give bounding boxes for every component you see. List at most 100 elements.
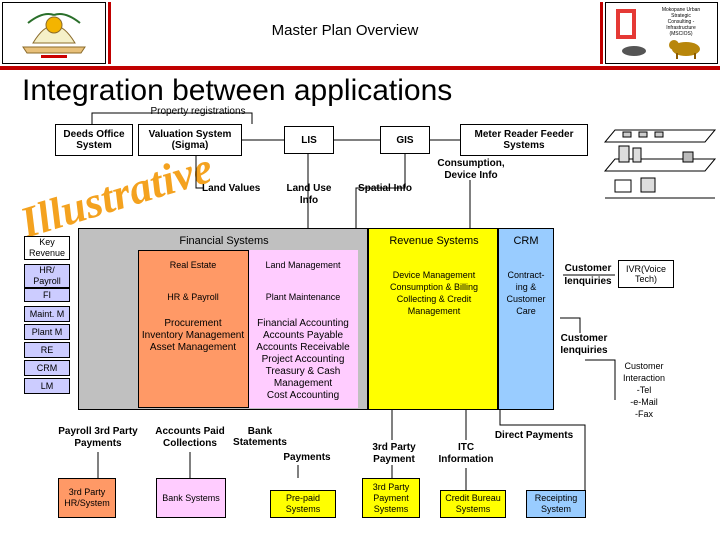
left-item-re: RE xyxy=(24,342,70,358)
customer-interaction-line: Interaction xyxy=(622,373,666,383)
crm-title: CRM xyxy=(513,235,539,247)
right-logo: Mokopane Urban Strategic Consulting - In… xyxy=(605,2,718,64)
procurement-line: Inventory Management xyxy=(141,330,245,341)
accounting-line: Cost Accounting xyxy=(266,390,340,401)
crm-panel: CRM Contract- ing & Customer Care xyxy=(498,228,554,410)
payroll-payments-line: Payroll 3rd Party xyxy=(58,426,138,437)
box-credit-bureau: Credit Bureau Systems xyxy=(440,490,506,518)
third-party-payment-systems-text: 3rd Party Payment Systems xyxy=(373,482,410,515)
revenue-line: Management xyxy=(407,306,461,316)
procurement-line: Procurement xyxy=(164,318,222,329)
tpp-line: Payment xyxy=(373,492,409,503)
box-receipting-system: Receipting System xyxy=(526,490,586,518)
cell-real-estate: Real Estate xyxy=(169,259,217,270)
box-bank-systems: Bank Systems xyxy=(156,478,226,518)
crm-line: Contract- xyxy=(507,270,545,280)
coat-of-arms-icon xyxy=(22,13,86,58)
revenue-systems-panel: Revenue Systems Device Management Consum… xyxy=(368,228,498,410)
left-item-plant: Plant M xyxy=(24,324,70,340)
customer-interaction-line: -Fax xyxy=(635,409,653,419)
third-party-hr-line: 3rd Party xyxy=(68,487,106,497)
crm-line: Customer xyxy=(506,294,546,304)
label-property-registrations: Property registrations xyxy=(150,106,246,117)
third-party-hr-line: HR/System xyxy=(64,498,110,508)
box-third-party-payment-systems: 3rd Party Payment Systems xyxy=(362,478,420,518)
revenue-line: Consumption & Billing xyxy=(389,282,479,292)
cell-accounting-block: Financial Accounting Accounts Payable Ac… xyxy=(248,318,358,402)
bank-statements-line: Bank xyxy=(247,426,273,437)
accounting-line: Financial Accounting xyxy=(257,318,349,329)
payroll-payments-line: Payments xyxy=(74,438,122,449)
crm-line: ing & xyxy=(515,282,537,292)
logo-text-line: (MSCIOS) xyxy=(669,31,693,37)
tpp-line: Systems xyxy=(373,503,409,514)
accounting-line: Accounts Payable xyxy=(262,330,344,341)
accounting-line: Management xyxy=(273,378,333,389)
box-meter-reader: Meter Reader Feeder Systems xyxy=(460,124,588,156)
cell-procurement-block: Procurement Inventory Management Asset M… xyxy=(138,318,248,354)
main-title: Integration between applications xyxy=(22,74,453,107)
accounting-line: Accounts Receivable xyxy=(256,342,350,353)
label-key-revenue: Key Revenue xyxy=(24,236,70,260)
right-logo-text: Mokopane Urban Strategic Consulting - In… xyxy=(648,7,714,37)
cell-plant-maintenance: Plant Maintenance xyxy=(265,291,341,302)
customer-interaction-line: -e-Mail xyxy=(630,397,658,407)
label-customer-interaction: Customer Interaction -Tel -e-Mail -Fax xyxy=(612,360,676,420)
third-party-hr-text: 3rd Party HR/System xyxy=(64,487,110,509)
financial-systems-title: Financial Systems xyxy=(179,235,269,247)
box-third-party-hr: 3rd Party HR/System xyxy=(58,478,116,518)
customer-enquiries-line: Ienquiries xyxy=(564,276,612,287)
prepaid-line: Pre-paid xyxy=(285,493,320,503)
revenue-systems-title: Revenue Systems xyxy=(389,235,479,247)
header-bar: Master Plan Overview Mokopane Urban Stra… xyxy=(0,0,720,70)
credit-bureau-text: Credit Bureau Systems xyxy=(445,493,501,515)
logo-text-line: Consulting - xyxy=(667,19,695,25)
revenue-systems-body: Device Management Consumption & Billing … xyxy=(369,269,499,317)
accounts-paid-line: Collections xyxy=(163,438,217,449)
third-party-payment-line: Payment xyxy=(373,454,415,465)
accounting-line: Project Accounting xyxy=(261,354,345,365)
financial-inner-right xyxy=(248,250,358,408)
customer-enquiries-line: Customer xyxy=(560,333,608,344)
receipting-line: System xyxy=(540,504,571,514)
right-stripe xyxy=(600,2,603,64)
network-diagram xyxy=(595,124,720,204)
box-valuation-system: Valuation System (Sigma) xyxy=(138,124,242,156)
lion-logo-icon xyxy=(616,9,700,59)
label-accounts-paid: Accounts Paid Collections xyxy=(148,426,232,450)
credit-bureau-line: Credit Bureau xyxy=(445,493,501,503)
label-bank-statements: Bank Statements xyxy=(228,426,292,448)
logo-text-line: Mokopane Urban xyxy=(661,7,701,13)
box-gis: GIS xyxy=(380,126,430,154)
box-deeds-office: Deeds Office System xyxy=(55,124,133,156)
label-direct-payments: Direct Payments xyxy=(494,430,574,441)
logo-text-line: Strategic xyxy=(671,13,691,19)
label-spatial-info: Spatial Info xyxy=(358,183,412,194)
tpp-line: 3rd Party xyxy=(372,481,410,492)
left-item-hr-payroll: HR/ Payroll xyxy=(24,264,70,288)
accounting-line: Treasury & Cash xyxy=(265,366,341,377)
label-land-use-info: Land Use Info xyxy=(282,183,336,207)
label-land-values: Land Values xyxy=(202,183,261,194)
receipting-line: Receipting xyxy=(534,493,578,503)
label-customer-enquiries-mid: Customer Ienquiries xyxy=(556,333,612,357)
label-itc-information: ITC Information xyxy=(430,442,502,466)
label-payments: Payments xyxy=(283,452,331,463)
label-land-use-text: Land Use Info xyxy=(286,183,332,206)
cell-hr-payroll: HR & Payroll xyxy=(167,291,219,302)
left-item-fi: FI xyxy=(24,288,70,302)
prepaid-text: Pre-paid Systems xyxy=(286,493,321,515)
customer-enquiries-line: Customer xyxy=(564,263,612,274)
left-item-lm: LM xyxy=(24,378,70,394)
revenue-line: Device Management xyxy=(392,270,476,280)
prepaid-line: Systems xyxy=(285,504,321,514)
itc-information-line: ITC xyxy=(457,442,475,453)
bank-statements-line: Statements xyxy=(233,437,287,448)
label-consumption: Consumption, Device Info xyxy=(437,158,505,181)
third-party-payment-line: 3rd Party xyxy=(372,442,416,453)
customer-enquiries-line: Ienquiries xyxy=(560,345,608,356)
customer-interaction-line: Customer xyxy=(624,361,664,371)
cell-land-management: Land Management xyxy=(265,259,341,270)
customer-interaction-line: -Tel xyxy=(636,385,652,395)
